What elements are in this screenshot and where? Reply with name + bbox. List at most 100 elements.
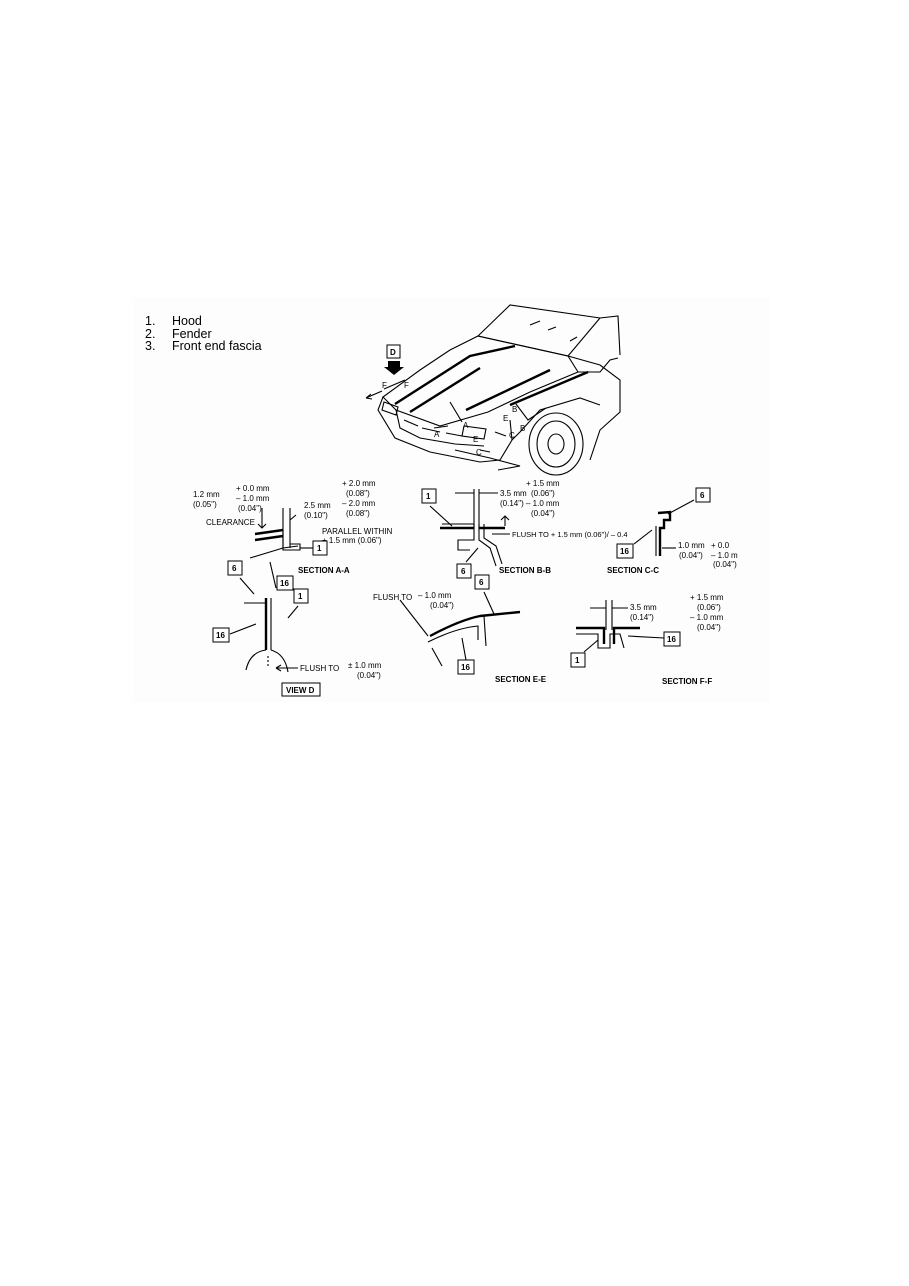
dimension-value: 3.5 mm <box>630 603 657 612</box>
callout-number: 1 <box>298 592 303 601</box>
tolerance-inch: (0.06") <box>697 603 721 612</box>
dimension-leader <box>289 514 297 521</box>
legend-label: Hood <box>172 314 202 328</box>
section-title: SECTION B-B <box>499 566 551 575</box>
flush-leader <box>399 599 429 637</box>
fender-flange <box>483 524 503 565</box>
callout-box <box>474 574 490 590</box>
fascia-panel <box>427 625 479 643</box>
dimension-value: 2.5 mm <box>304 501 331 510</box>
mirror <box>578 357 619 373</box>
callout-box <box>663 631 681 647</box>
section-b-arrow <box>515 403 547 421</box>
hood-stripe <box>409 366 481 414</box>
section-f-arrow <box>365 390 383 400</box>
windshield-glare <box>529 320 578 342</box>
tolerance-value: – 1.0 mm <box>418 591 452 600</box>
callout-number: 6 <box>232 564 237 573</box>
tolerance-inch: (0.04") <box>357 671 381 680</box>
tolerance-value: ± 1.0 mm <box>348 661 382 670</box>
section-letter-f: F <box>404 381 409 390</box>
callout-number: 16 <box>667 635 676 644</box>
callout-number: 16 <box>620 547 629 556</box>
hood-flange <box>442 523 475 551</box>
callout-box <box>276 575 294 591</box>
callout-number: 16 <box>216 631 225 640</box>
tolerance-inch: (0.04") <box>430 601 454 610</box>
fender-flange <box>478 524 497 567</box>
tolerance-minus: – 1.0 mm <box>690 613 724 622</box>
hood-fascia-panel <box>576 626 640 644</box>
tolerance-inch: (0.04") <box>713 560 737 569</box>
section-letter-a: A <box>463 421 469 430</box>
section-letter-e: E <box>503 414 508 423</box>
section-e-e: FLUSH TO – 1.0 mm (0.04") 6 16 SECTION E… <box>373 574 547 684</box>
section-letter-c: C <box>509 431 515 440</box>
dimension-value: 1.2 mm <box>193 490 220 499</box>
section-a-a: 1.2 mm (0.05") + 0.0 mm – 1.0 mm (0.04")… <box>193 479 392 591</box>
section-letter-b: B <box>520 424 525 433</box>
flush-arrow <box>500 515 510 526</box>
section-title: SECTION C-C <box>607 566 659 575</box>
callout-box <box>570 652 586 668</box>
callout-leader <box>287 605 299 619</box>
tolerance-inch: (0.06") <box>531 489 555 498</box>
callout-number: 6 <box>700 491 705 500</box>
fender-panel <box>254 528 284 542</box>
tolerance-inch: (0.08") <box>346 489 370 498</box>
callout-leader <box>667 499 695 515</box>
flush-arrow <box>275 664 298 672</box>
front-wheel <box>536 420 576 468</box>
callout-box <box>456 563 472 579</box>
view-title: VIEW D <box>286 686 315 695</box>
callout-leader <box>483 591 495 615</box>
hood-stripe <box>394 344 516 406</box>
callout-box <box>695 487 711 503</box>
car-illustration: D F F A A E E B B C C <box>365 304 621 476</box>
headlamp <box>461 425 487 440</box>
dimension-value-inch: (0.14") <box>630 613 654 622</box>
section-title: SECTION F-F <box>662 677 712 686</box>
fascia-edge <box>431 647 443 667</box>
tolerance-minus: – 1.0 m <box>711 551 738 560</box>
section-a-arrow <box>433 401 463 429</box>
tolerance-minus: – 2.0 mm <box>342 499 376 508</box>
callout-number: 16 <box>461 663 470 672</box>
section-title: SECTION E-E <box>495 675 547 684</box>
legend-item-fascia: 3.Front end fascia <box>145 340 262 353</box>
hood-outline <box>382 335 579 427</box>
view-d-marker <box>386 344 401 359</box>
callout-number: 1 <box>317 544 322 553</box>
dimension-value-inch: (0.04") <box>679 551 703 560</box>
dimension-value-inch: (0.10") <box>304 511 328 520</box>
legend-number: 1. <box>145 314 156 328</box>
flush-label: FLUSH TO <box>300 664 339 673</box>
callout-number: 1 <box>575 656 580 665</box>
callout-leader <box>465 547 479 563</box>
view-d-letter: D <box>390 348 396 357</box>
fender-profile <box>657 510 672 556</box>
callout-leader <box>229 623 257 635</box>
air-dam <box>454 449 521 471</box>
flush-label: FLUSH TO <box>373 593 412 602</box>
callout-box <box>312 540 328 556</box>
tolerance-inch: (0.04") <box>238 504 262 513</box>
callout-leader <box>269 561 277 589</box>
section-f-f: 3.5 mm (0.14") + 1.5 mm (0.06") – 1.0 mm… <box>570 593 724 686</box>
flush-label: FLUSH TO + 1.5 mm (0.06")/ – 0.4 <box>512 530 628 539</box>
dimension-value-inch: (0.05") <box>193 500 217 509</box>
section-letter-f: F <box>382 381 387 390</box>
tolerance-inch: (0.04") <box>697 623 721 632</box>
hood-stripe <box>509 370 589 407</box>
fender-panel <box>429 610 521 638</box>
callout-leader <box>239 577 255 595</box>
dimension-value: 3.5 mm <box>500 489 527 498</box>
flange-profile <box>576 633 625 649</box>
hood-flange <box>282 530 301 551</box>
gap-lines <box>590 600 628 630</box>
section-b-b: 1 3.5 mm (0.14") + 1.5 mm (0.06") – 1.0 … <box>421 479 628 579</box>
clearance-arrow <box>257 508 267 529</box>
fender-lip <box>511 397 601 441</box>
callout-number: 6 <box>461 567 466 576</box>
